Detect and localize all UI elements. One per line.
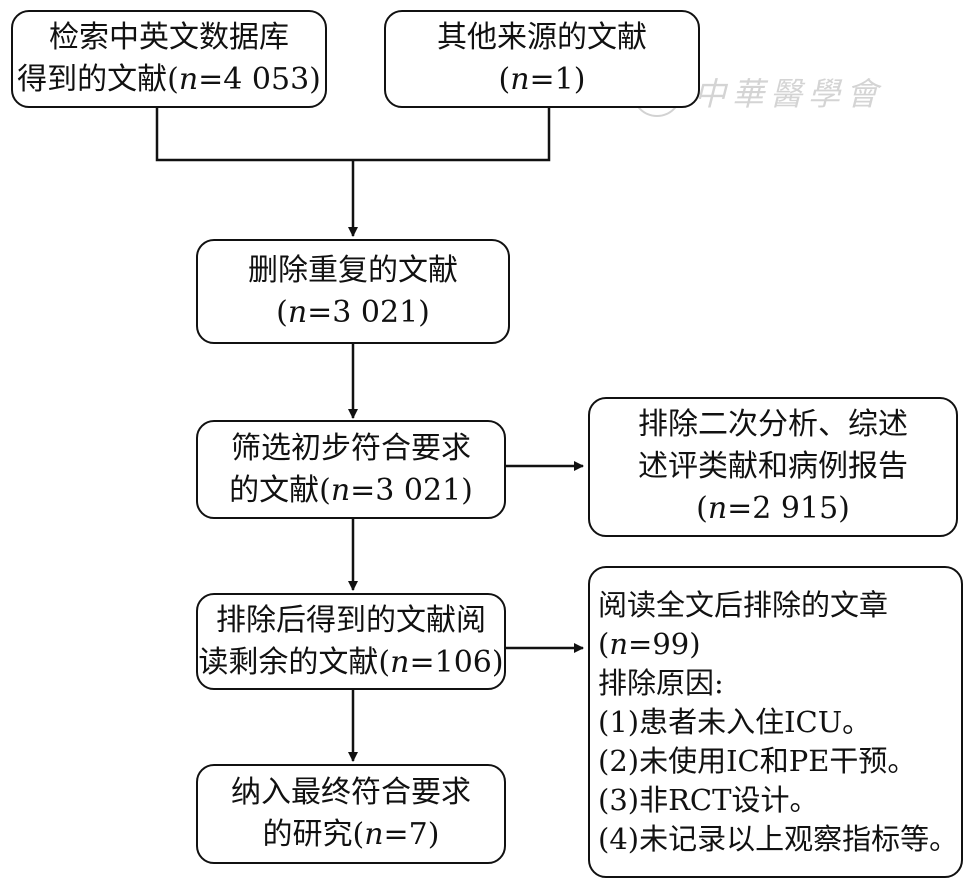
- merge-connector: [155, 108, 551, 162]
- box-line: 检索中英文数据库: [49, 20, 289, 55]
- box-count-line: 的文献(n=3 021): [229, 472, 473, 508]
- box-other-sources: 其他来源的文献 (n=1): [384, 10, 700, 108]
- box-count-line: 得到的文献(n=4 053): [17, 62, 321, 97]
- reason-item: (3)非RCT设计。: [598, 782, 819, 817]
- box-line: 述评类献和病例报告: [638, 449, 908, 484]
- box-fulltext-reading: 排除后得到的文献阅 读剩余的文献(n=106): [196, 593, 506, 690]
- reason-item: (2)未使用IC和PE干预。: [598, 743, 917, 778]
- box-count-line: (n=99): [598, 626, 701, 661]
- box-search-databases: 检索中英文数据库 得到的文献(n=4 053): [11, 10, 327, 108]
- box-exclude-reviews: 排除二次分析、综述 述评类献和病例报告 (n=2 915): [588, 397, 958, 537]
- reason-item: (4)未记录以上观察指标等。: [598, 821, 959, 856]
- box-line: 其他来源的文献: [437, 20, 647, 55]
- box-line: 删除重复的文献: [248, 252, 458, 288]
- box-included-studies: 纳入最终符合要求 的研究(n=7): [196, 764, 506, 864]
- box-line: 排除后得到的文献阅: [216, 602, 486, 638]
- box-line: 阅读全文后排除的文章: [598, 587, 889, 622]
- watermark-text: 中華醫學會: [694, 75, 885, 113]
- reason-item: (1)患者未入住ICU。: [598, 704, 872, 739]
- box-count-line: (n=2 915): [696, 491, 850, 526]
- box-count-line: 的研究(n=7): [262, 817, 440, 852]
- box-line: 纳入最终符合要求: [231, 775, 471, 810]
- box-line: 排除二次分析、综述: [638, 407, 908, 442]
- reasons-title: 排除原因:: [598, 665, 724, 700]
- box-count-line: (n=1): [498, 62, 586, 97]
- box-count-line: (n=3 021): [276, 294, 430, 330]
- box-preliminary-screening: 筛选初步符合要求 的文献(n=3 021): [196, 420, 506, 519]
- box-exclude-fulltext: 阅读全文后排除的文章 (n=99) 排除原因: (1)患者未入住ICU。 (2)…: [588, 566, 963, 878]
- box-count-line: 读剩余的文献(n=106): [198, 644, 504, 680]
- watermark: ☸ 中華醫學會: [632, 62, 932, 122]
- box-remove-duplicates: 删除重复的文献 (n=3 021): [196, 239, 510, 344]
- box-line: 筛选初步符合要求: [231, 430, 471, 466]
